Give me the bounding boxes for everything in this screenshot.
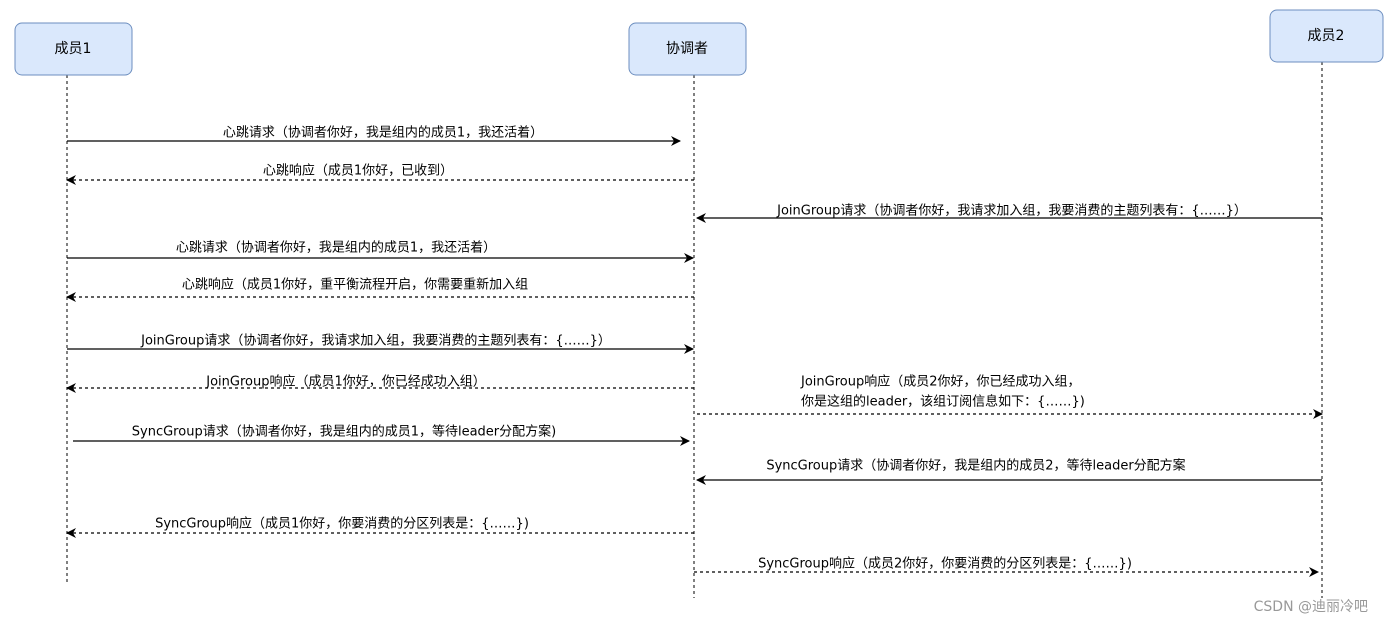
- watermark-text: CSDN @迪丽冷吧: [1254, 599, 1368, 615]
- actor-member1-label: 成员1: [55, 41, 92, 57]
- actor-coordinator-label: 协调者: [666, 41, 708, 57]
- message-label: 心跳响应（成员1你好，已收到）: [263, 163, 453, 179]
- message-label: SyncGroup响应（成员2你好，你要消费的分区列表是：{……}): [758, 556, 1132, 572]
- message-label: JoinGroup响应（成员1你好，你已经成功入组）: [205, 374, 486, 390]
- message-label: SyncGroup请求（协调者你好，我是组内的成员1，等待leader分配方案): [132, 424, 556, 440]
- message-label: SyncGroup响应（成员1你好，你要消费的分区列表是：{……}): [155, 516, 529, 532]
- message-label: 心跳请求（协调者你好，我是组内的成员1，我还活着）: [223, 125, 543, 141]
- message-label: 你是这组的leader，该组订阅信息如下：{……}): [801, 394, 1085, 410]
- actor-member2: 成员2: [1269, 9, 1384, 63]
- actor-member1: 成员1: [14, 22, 133, 76]
- message-label: 心跳请求（协调者你好，我是组内的成员1，我还活着）: [176, 240, 496, 256]
- message-label: JoinGroup请求（协调者你好，我请求加入组，我要消费的主题列表有：{……}…: [776, 203, 1247, 219]
- message-label: JoinGroup响应（成员2你好，你已经成功入组，: [800, 374, 1081, 390]
- message-label: JoinGroup请求（协调者你好，我请求加入组，我要消费的主题列表有：{……}…: [140, 333, 611, 349]
- message-label: 心跳响应（成员1你好，重平衡流程开启，你需要重新加入组: [182, 277, 528, 293]
- actor-coordinator: 协调者: [628, 22, 747, 76]
- message-list: 心跳请求（协调者你好，我是组内的成员1，我还活着） 心跳响应（成员1你好，已收到）…: [66, 125, 1323, 577]
- message-label: SyncGroup请求（协调者你好，我是组内的成员2，等待leader分配方案: [766, 458, 1185, 474]
- actor-member2-label: 成员2: [1308, 28, 1345, 44]
